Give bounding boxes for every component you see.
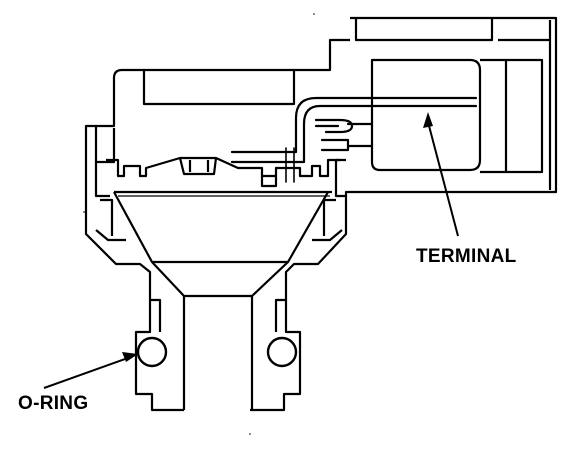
sensor-body <box>84 38 350 412</box>
terminal-leader-line <box>427 121 459 237</box>
connector-housing <box>350 16 558 194</box>
scan-specks <box>83 13 315 435</box>
terminal-label: TERMINAL <box>416 246 517 267</box>
terminal-pins <box>230 96 478 183</box>
o-ring-right <box>266 336 298 368</box>
terminal-arrowhead <box>423 112 433 128</box>
o-ring-arrowhead <box>122 352 138 362</box>
o-ring-leader-line <box>43 357 129 389</box>
o-ring-left <box>136 336 168 368</box>
o-ring-label: O-RING <box>18 393 89 414</box>
sensing-element <box>106 156 340 410</box>
